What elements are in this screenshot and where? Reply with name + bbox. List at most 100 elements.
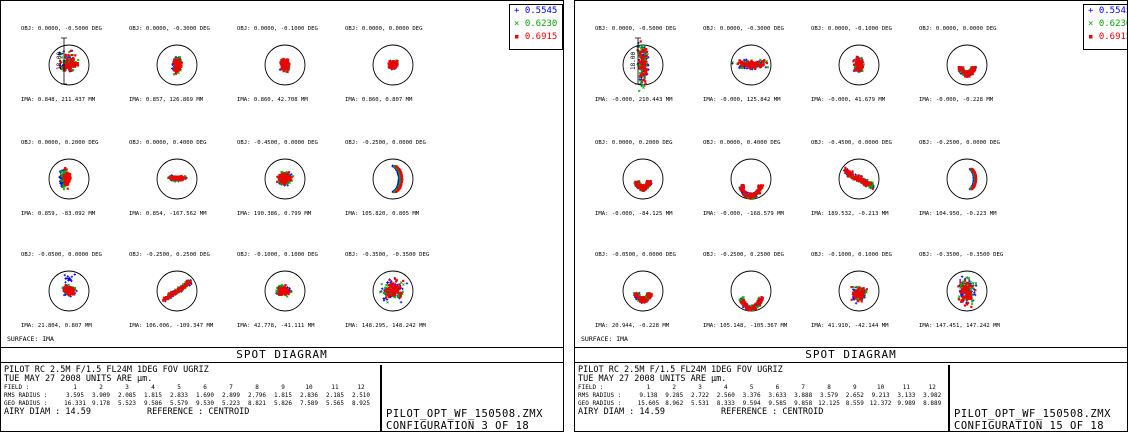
spot-point — [854, 173, 857, 176]
spot-point — [287, 61, 290, 65]
spot-point — [179, 176, 182, 179]
airy-disk-circle — [264, 44, 306, 86]
spot-point — [855, 63, 858, 66]
spot-point — [180, 61, 183, 64]
airy-disk-circle — [946, 270, 988, 312]
image-coordinate-label: IMA: 0.848, 211.437 MM — [21, 97, 96, 103]
spot-point — [175, 69, 179, 73]
spot-point — [641, 59, 644, 62]
spot-point — [388, 290, 391, 294]
spot-point — [69, 292, 72, 295]
spot-point — [394, 277, 397, 280]
image-coordinate-label: IMA: 106.006, -109.347 MM — [129, 323, 214, 329]
spot-point — [284, 66, 287, 69]
spot-point — [649, 181, 652, 184]
spot-point — [745, 194, 748, 197]
spot-point — [65, 290, 68, 293]
spot-point — [68, 292, 71, 295]
field-object-label: OBJ: 0.0000, 0.0000 DEG — [345, 26, 423, 32]
spot-point — [65, 64, 68, 67]
spot-point — [644, 63, 647, 66]
file-info-box: PILOT_OPT_WF_150508.ZMX CONFIGURATION 3 … — [381, 365, 563, 431]
spot-point — [971, 72, 975, 75]
spot-point — [970, 72, 973, 75]
spot-point — [640, 298, 644, 301]
spot-point — [70, 275, 74, 278]
spot-point — [65, 179, 68, 182]
spot-point — [74, 63, 78, 66]
spot-point — [65, 177, 68, 180]
spot-point — [961, 66, 964, 69]
spot-point — [388, 286, 391, 289]
geo-radius-label: GEO RADIUS : — [4, 400, 48, 407]
spot-point — [64, 281, 67, 284]
spot-point — [282, 66, 285, 69]
spot-point — [173, 292, 176, 295]
airy-disk-circle — [156, 158, 198, 200]
spot-point — [641, 79, 644, 82]
spot-point — [862, 177, 865, 180]
spot-point — [863, 183, 866, 187]
spot-point — [645, 300, 648, 303]
spot-point — [382, 299, 386, 302]
spot-point — [387, 283, 390, 287]
spot-point — [279, 287, 283, 291]
spot-point — [386, 293, 389, 296]
spot-point — [174, 72, 177, 75]
spot-point — [176, 289, 179, 292]
spot-point — [166, 296, 169, 299]
spot-point — [761, 60, 764, 63]
spot-point — [856, 295, 859, 299]
field-object-label: OBJ: -0.0500, 0.0000 DEG — [21, 252, 102, 258]
spot-point — [961, 69, 964, 72]
spot-point — [282, 289, 285, 292]
spot-point — [286, 70, 289, 74]
spot-point — [765, 61, 768, 65]
spot-point — [388, 64, 391, 67]
spot-point — [282, 67, 286, 70]
spot-point — [742, 193, 745, 196]
spot-point — [279, 179, 283, 182]
spot-point — [852, 285, 855, 289]
spot-point — [178, 179, 181, 182]
spot-point — [288, 181, 291, 184]
spot-point — [857, 291, 860, 295]
legend-value: 0.6915 — [524, 32, 558, 42]
spot-point — [640, 57, 643, 60]
spot-point — [284, 64, 287, 67]
spot-point — [642, 65, 645, 68]
spot-point — [634, 182, 638, 185]
field-value: 2 — [99, 384, 103, 391]
spot-point — [643, 84, 646, 87]
spot-point — [857, 69, 860, 72]
spot-point — [382, 297, 385, 300]
spot-point — [746, 194, 749, 197]
spot-point — [740, 63, 743, 66]
spot-point — [853, 69, 856, 72]
spot-point — [390, 61, 393, 64]
spot-point — [639, 40, 642, 43]
spot-point — [401, 287, 404, 291]
spot-point — [387, 295, 391, 298]
spot-point — [745, 196, 748, 199]
spot-point — [62, 176, 65, 179]
spot-point — [974, 176, 978, 179]
image-coordinate-label: IMA: 105.148, -105.367 MM — [703, 323, 788, 329]
spot-point — [742, 190, 745, 193]
spot-point — [290, 178, 293, 181]
spot-point — [970, 167, 973, 171]
spot-point — [637, 58, 641, 62]
spot-point — [738, 187, 742, 190]
spot-point — [279, 175, 283, 179]
field-object-label: OBJ: 0.0000, 0.2000 DEG — [595, 140, 673, 146]
spot-point — [639, 60, 642, 63]
reference: REFERENCE : CENTROID — [147, 407, 250, 417]
spot-point — [64, 284, 67, 287]
spot-point — [281, 287, 284, 290]
spot-point — [973, 291, 976, 294]
spot-point — [856, 67, 859, 70]
spot-point — [70, 69, 73, 72]
spot-point — [285, 177, 288, 180]
spot-point — [857, 175, 860, 178]
spot-point — [174, 289, 177, 292]
